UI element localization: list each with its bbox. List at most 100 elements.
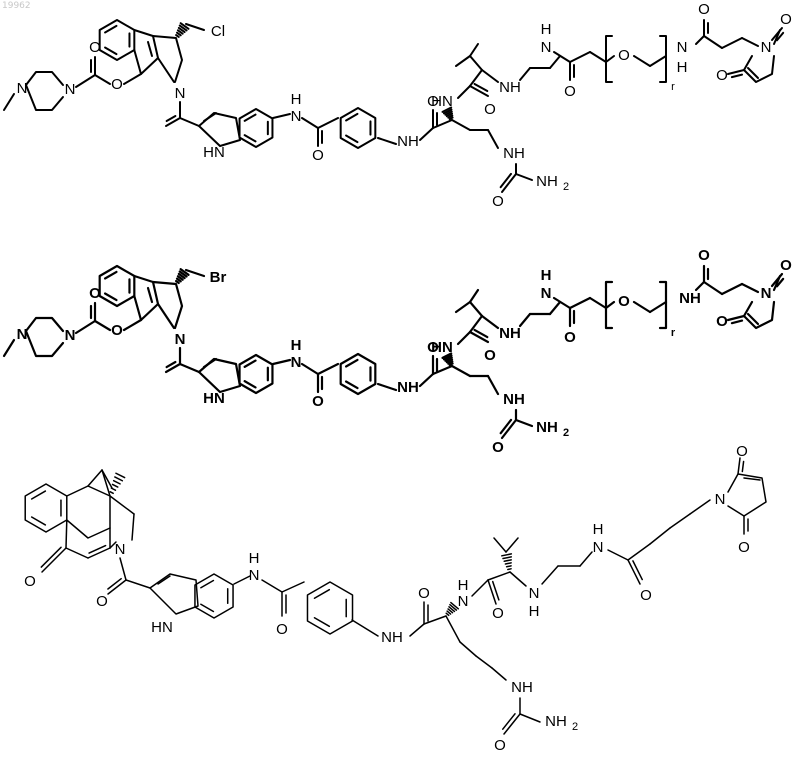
valine-n-label: N <box>529 585 540 602</box>
bond <box>66 548 88 558</box>
bond <box>158 304 174 328</box>
bond <box>95 321 110 330</box>
structure-3-bonds <box>25 458 766 734</box>
linker-n-label: N <box>677 39 688 56</box>
bond <box>476 656 492 668</box>
bond <box>488 130 498 148</box>
carbonyl-oxygen-label: O <box>494 737 506 754</box>
double-bond <box>108 579 121 589</box>
bond <box>722 284 742 294</box>
hashed-wedge <box>111 488 115 490</box>
bond <box>482 70 498 82</box>
bond <box>520 314 530 326</box>
bond <box>456 56 470 66</box>
bond <box>722 38 742 48</box>
carbonyl-oxygen-label: O <box>418 585 430 602</box>
double-bond <box>89 546 106 554</box>
bond <box>520 68 530 80</box>
amide-h-label: H <box>291 337 302 354</box>
bond <box>494 538 506 552</box>
subscript-label: 2 <box>572 721 578 733</box>
alpha-nh-label: HN <box>431 93 453 110</box>
linker-nh-label: NH <box>679 290 701 307</box>
bond <box>520 714 540 722</box>
bond <box>318 118 338 128</box>
bond <box>492 668 506 680</box>
subscript-label: 2 <box>563 427 569 439</box>
halogen-label: Cl <box>211 23 225 40</box>
bond-path <box>150 574 198 614</box>
aromatic-double-bond <box>314 618 329 627</box>
bond <box>482 316 498 328</box>
bond <box>378 138 396 144</box>
bond <box>650 528 670 544</box>
double-bond <box>158 576 170 584</box>
bond <box>608 550 628 560</box>
bond <box>458 332 470 344</box>
bond <box>590 298 606 308</box>
bond <box>420 128 433 140</box>
peg-oxygen-label: O <box>618 293 630 310</box>
bond <box>696 36 704 44</box>
piperazine-n-label: N <box>17 326 28 343</box>
bond <box>433 120 452 128</box>
ester-oxygen-label: O <box>111 322 123 339</box>
linker-h-label: H <box>677 59 688 76</box>
bond <box>516 174 532 180</box>
bond <box>410 624 424 636</box>
carbonyl-oxygen-label: O <box>492 193 504 210</box>
double-bond <box>204 359 216 367</box>
bond <box>470 290 478 302</box>
bond <box>670 514 690 528</box>
double-bond <box>744 478 760 480</box>
indole-nh-label: HN <box>151 619 173 636</box>
bond <box>180 364 199 372</box>
bond <box>542 566 558 584</box>
bond <box>273 114 290 118</box>
bond <box>634 56 650 66</box>
hashed-wedge <box>503 557 511 559</box>
repeat-index-label: r <box>671 327 676 339</box>
hashed-wedge <box>502 554 512 556</box>
carbonyl-oxygen-label: O <box>716 313 728 330</box>
bond <box>302 118 318 128</box>
bond <box>88 548 110 558</box>
carbonyl-oxygen-label: O <box>24 573 36 590</box>
bond <box>704 36 722 48</box>
carbonyl-oxygen-label: O <box>89 285 101 302</box>
carbonyl-oxygen-label: O <box>492 439 504 456</box>
aromatic-double-bond <box>148 42 152 56</box>
hashed-wedge <box>446 613 449 615</box>
hashed-wedge <box>110 492 113 493</box>
bond <box>690 500 710 514</box>
hashed-wedge <box>504 560 511 561</box>
peg-oxygen-label: O <box>618 47 630 64</box>
carbonyl-oxygen-label: O <box>736 443 748 460</box>
bond <box>650 302 666 312</box>
bond <box>420 374 433 386</box>
valine-nh-label: NH <box>499 79 521 96</box>
methyl-bond <box>4 94 14 110</box>
indole-nh-label: HN <box>203 144 225 161</box>
carbonyl-oxygen-label: O <box>780 257 792 274</box>
bond <box>460 642 476 656</box>
hashed-wedge <box>505 563 511 564</box>
methyl-bond <box>4 340 14 356</box>
bond <box>95 75 110 84</box>
ring-nitrogen-label: N <box>115 541 126 558</box>
double-bond <box>204 113 216 121</box>
urea-nh2-label: NH <box>545 713 567 730</box>
bond <box>76 321 95 333</box>
bond-path <box>199 113 240 146</box>
amide-h-label: H <box>249 550 260 567</box>
bond <box>728 316 744 320</box>
valine-h-label: H <box>529 603 540 620</box>
bond <box>742 38 758 46</box>
hashed-wedge <box>176 281 179 283</box>
bond <box>302 364 318 374</box>
structure-2-labels: BrOONNNHNHNONHOHNNHONH2ONHHNOOrNHONOO <box>17 247 793 456</box>
bond <box>570 52 590 62</box>
bond <box>738 458 740 474</box>
amide-n-label: N <box>291 108 302 125</box>
alpha-h-label: H <box>458 577 469 594</box>
